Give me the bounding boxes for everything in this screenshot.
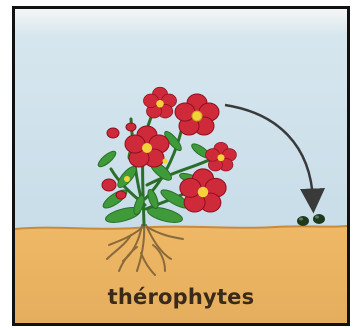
therophyte-illustration (15, 9, 347, 323)
caption-label: thérophytes (15, 285, 347, 309)
illustration-panel: thérophytes (12, 6, 350, 326)
